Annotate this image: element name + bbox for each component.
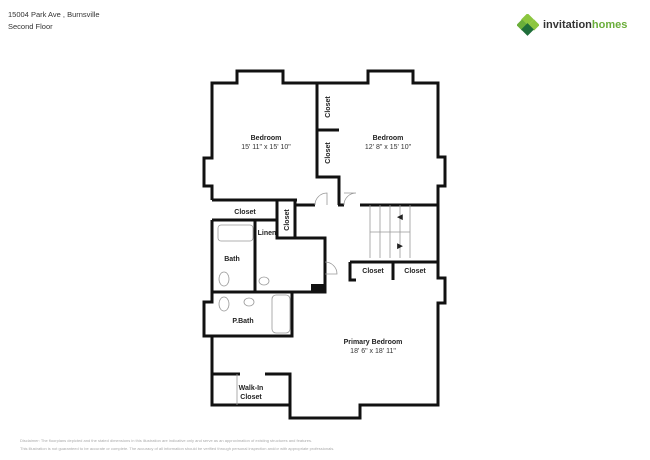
sink-icon	[243, 297, 255, 307]
door-swing	[314, 192, 328, 206]
room-label-bedroom-2: Bedroom	[373, 135, 404, 142]
door-swing	[324, 261, 338, 275]
linen-label: Linen	[258, 230, 277, 237]
room-label-primary: Primary Bedroom	[344, 339, 403, 346]
room-label-bedroom-1: Bedroom	[251, 135, 282, 142]
bath-label: Bath	[224, 256, 240, 263]
walkin-label: Closet	[240, 394, 262, 401]
closet-label: Closet	[325, 142, 332, 164]
logo-word-1: invitation	[543, 19, 592, 31]
disclaimer-line-2: This illustration is not guaranteed to b…	[20, 446, 335, 451]
walls	[202, 69, 447, 420]
pbath-label: P.Bath	[232, 318, 253, 325]
room-dims-bedroom-1: 15' 11" x 15' 10"	[241, 144, 291, 151]
sink-icon	[258, 276, 270, 286]
floor-label: Second Floor	[8, 22, 53, 31]
fixtures	[217, 192, 411, 405]
room-dims-bedroom-2: 12' 8" x 15' 10"	[365, 144, 412, 151]
logo-word-2: homes	[591, 19, 628, 31]
invitation-homes-logo: invitationhomes	[517, 14, 627, 36]
door-swing	[343, 192, 357, 206]
bathtub-icon	[217, 224, 254, 242]
toilet-icon	[218, 271, 230, 287]
closet-label: Closet	[325, 96, 332, 118]
room-dims-primary: 18' 6" x 18' 11"	[350, 348, 396, 355]
chimney	[311, 284, 325, 293]
closet-label: Closet	[284, 209, 291, 231]
stair-arrow-icon: ▶	[396, 243, 403, 250]
address: 15004 Park Ave , Burnsville	[8, 10, 100, 19]
closet-label: Closet	[404, 268, 426, 275]
stair-arrow-icon: ◀	[396, 214, 403, 221]
closet-label: Closet	[362, 268, 384, 275]
walkin-label: Walk-In	[239, 385, 264, 392]
tub-icon	[271, 294, 291, 334]
toilet-icon	[218, 296, 230, 312]
closet-label: Closet	[234, 209, 256, 216]
logo-mark-icon	[517, 14, 539, 36]
disclaimer-line-1: Disclaimer: The floorplans depicted and …	[20, 438, 313, 443]
